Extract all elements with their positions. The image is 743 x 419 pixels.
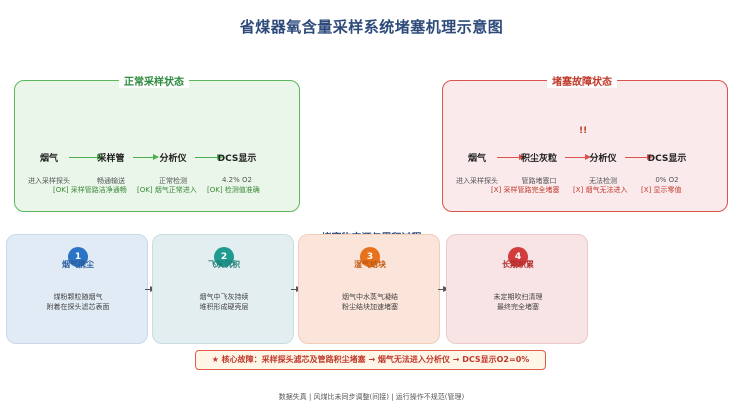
stage-number-badge: 3 bbox=[360, 247, 380, 267]
stage-name: 湿气结块 bbox=[354, 260, 386, 269]
node-sub: 进入采样探头 bbox=[28, 177, 70, 185]
stage-name: 长期积累 bbox=[502, 260, 534, 269]
arrow-icon bbox=[565, 153, 591, 160]
node-sub: 0% O2 bbox=[655, 176, 679, 184]
warning-icon: !! bbox=[579, 126, 588, 136]
node-sub: 管路堵塞口 bbox=[521, 177, 557, 185]
node-sub: 4.2% O2 bbox=[222, 176, 252, 184]
arrow-icon bbox=[133, 153, 159, 160]
node-sub: 无法检测 bbox=[589, 177, 617, 185]
fault-node-dcs: DCS显示 0% O2 bbox=[632, 151, 702, 184]
stage-card-4: 4 长期积累 未定期吹扫清理 最终完全堵塞 bbox=[446, 234, 588, 344]
diagram-title: 省煤器氧含量采样系统堵塞机理示意图 bbox=[239, 18, 504, 36]
normal-panel-title: 正常采样状态 bbox=[119, 73, 189, 88]
node-name: 烟气 bbox=[467, 154, 486, 164]
arrow-icon bbox=[69, 153, 103, 160]
node-name: 分析仪 bbox=[159, 154, 187, 164]
stage-desc-line: 粉尘结块加速堵塞 bbox=[342, 303, 398, 311]
node-sub: 正常检测 bbox=[159, 177, 187, 185]
stage-card-2: 2 飞灰沉积 烟气中飞灰持续 堆积形成硬壳层 bbox=[152, 234, 294, 344]
arrow-icon bbox=[497, 153, 525, 160]
node-name: 分析仪 bbox=[589, 154, 617, 164]
normal-status-gas: [OK] 烟气正常进入 bbox=[137, 186, 197, 194]
fault-node-analyzer: 分析仪 无法检测 bbox=[568, 151, 638, 186]
stage-description: 烟气中飞灰持续 堆积形成硬壳层 bbox=[153, 292, 295, 312]
stage-desc-line: 未定期吹扫清理 bbox=[493, 293, 543, 301]
node-name: 烟气 bbox=[39, 154, 58, 164]
stage-desc-line: 煤粉颗粒随烟气 bbox=[53, 293, 103, 301]
stage-card-3: 3 湿气结块 烟气中水蒸气凝结 粉尘结块加速堵塞 bbox=[298, 234, 440, 344]
normal-state-panel: 正常采样状态 烟气 进入采样探头 采样管 畅通输送 分析仪 正常检测 DCS显示… bbox=[14, 73, 300, 212]
fault-node-flue-gas: 烟气 进入采样探头 bbox=[442, 151, 512, 186]
fault-status-value: [X] 显示零值 bbox=[641, 186, 682, 194]
core-fault-callout: ★ 核心故障：采样探头滤芯及管路积尘堵塞 → 烟气无法进入分析仪 → DCS显示… bbox=[195, 350, 546, 370]
node-sub: 畅通输送 bbox=[97, 177, 125, 185]
stage-number-badge: 4 bbox=[508, 247, 528, 267]
fault-state-panel: 堵塞故障状态 !! 烟气 进入采样探头 积尘灰粒 管路堵塞口 分析仪 无法检测 … bbox=[442, 73, 728, 212]
node-name: 采样管 bbox=[97, 154, 125, 164]
arrow-icon bbox=[625, 153, 653, 160]
stage-desc-line: 堆积形成硬壳层 bbox=[199, 303, 249, 311]
normal-node-dcs: DCS显示 4.2% O2 bbox=[202, 151, 272, 184]
fault-status-pipe: [X] 采样管路完全堵塞 bbox=[491, 186, 560, 194]
node-name: DCS显示 bbox=[217, 154, 257, 164]
normal-status-value: [OK] 检测值准确 bbox=[207, 186, 260, 194]
normal-node-flue-gas: 烟气 进入采样探头 bbox=[14, 151, 84, 186]
stage-number-badge: 1 bbox=[68, 247, 88, 267]
node-name: DCS显示 bbox=[647, 154, 687, 164]
fault-status-gas: [X] 烟气无法进入 bbox=[573, 186, 628, 194]
node-sub: 进入采样探头 bbox=[456, 177, 498, 185]
stage-name: 烟气携尘 bbox=[62, 260, 94, 269]
fault-node-dust-particles: 积尘灰粒 管路堵塞口 bbox=[504, 151, 574, 186]
stage-desc-line: 最终完全堵塞 bbox=[497, 303, 539, 311]
normal-node-sampling-pipe: 采样管 畅通输送 bbox=[76, 151, 146, 186]
stage-description: 烟气中水蒸气凝结 粉尘结块加速堵塞 bbox=[299, 292, 441, 312]
node-name: 积尘灰粒 bbox=[520, 154, 557, 164]
stage-card-1: 1 烟气携尘 煤粉颗粒随烟气 附着在探头滤芯表面 bbox=[6, 234, 148, 344]
stage-desc-line: 附着在探头滤芯表面 bbox=[46, 303, 110, 311]
stage-name: 飞灰沉积 bbox=[208, 260, 240, 269]
arrow-icon bbox=[195, 153, 223, 160]
normal-node-analyzer: 分析仪 正常检测 bbox=[138, 151, 208, 186]
normal-status-pipe: [OK] 采样管路洁净通畅 bbox=[53, 186, 127, 194]
stage-description: 未定期吹扫清理 最终完全堵塞 bbox=[447, 292, 589, 312]
fault-panel-title: 堵塞故障状态 bbox=[547, 73, 617, 88]
footer-notes: 数据失真 | 风煤比未同步调整(间接) | 运行操作不规范(管理) bbox=[278, 393, 465, 401]
stage-description: 煤粉颗粒随烟气 附着在探头滤芯表面 bbox=[7, 292, 149, 312]
stage-desc-line: 烟气中飞灰持续 bbox=[199, 293, 249, 301]
stage-number-badge: 2 bbox=[214, 247, 234, 267]
stage-desc-line: 烟气中水蒸气凝结 bbox=[342, 293, 398, 301]
